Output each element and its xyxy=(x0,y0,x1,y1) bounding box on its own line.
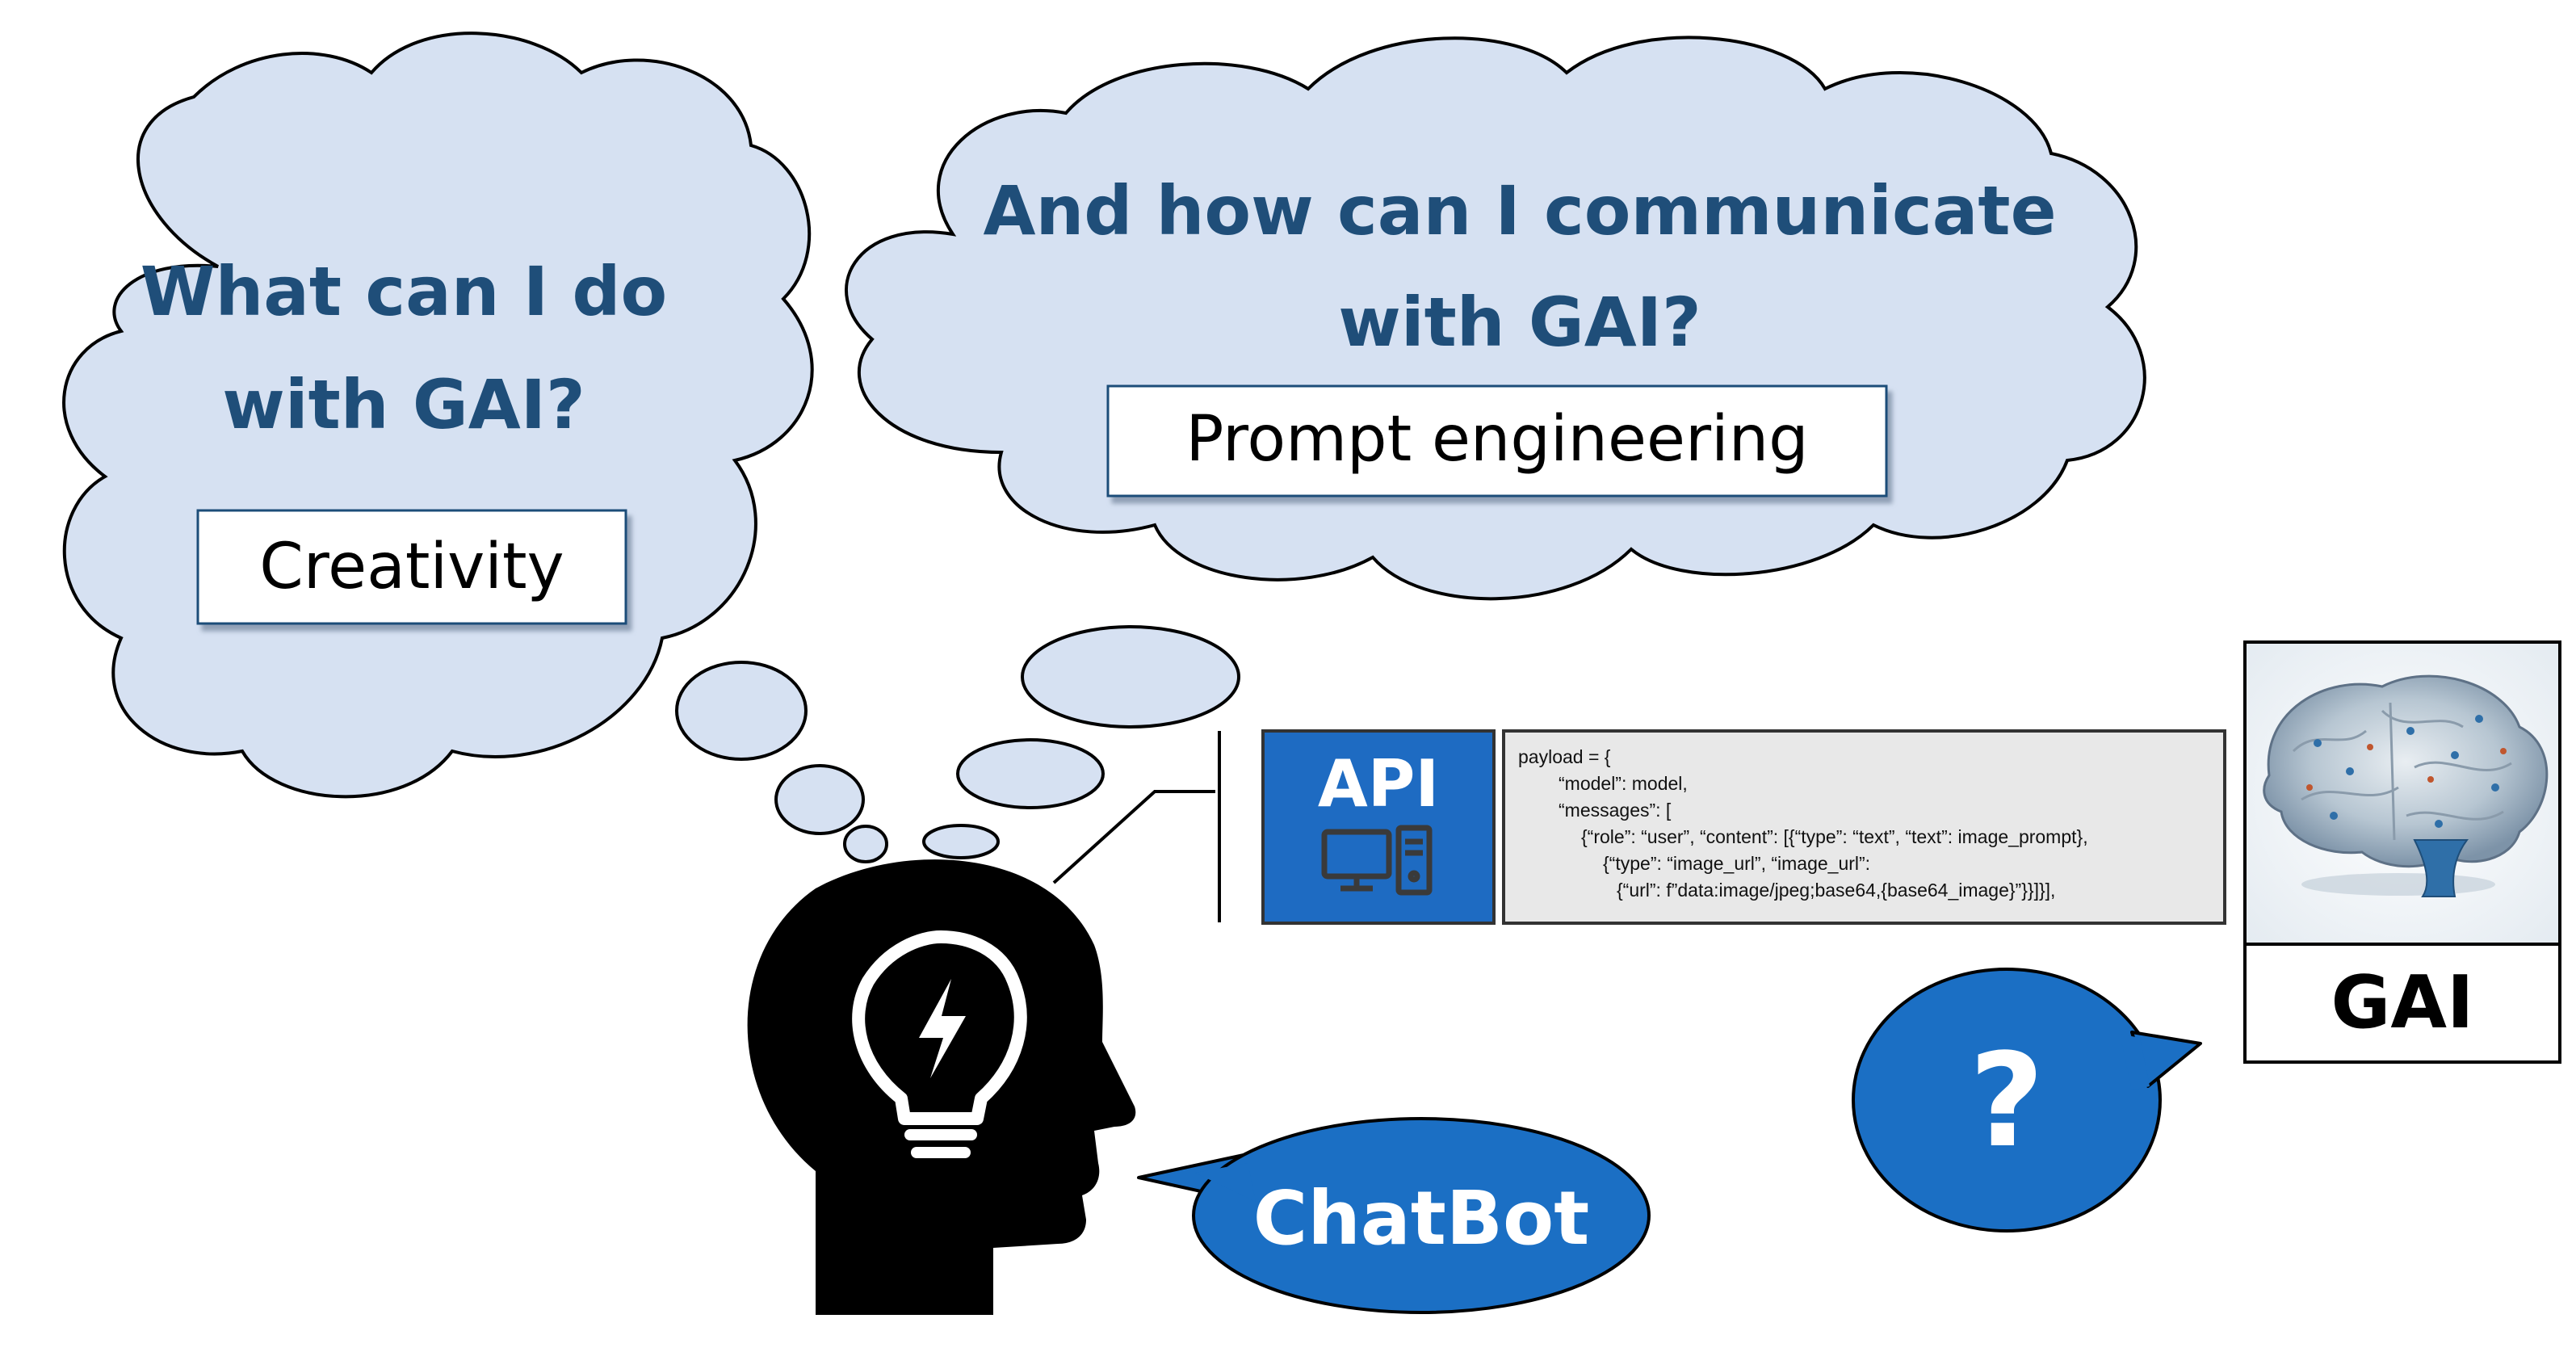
code-box: payload = { “model”: model, “messages”: … xyxy=(1502,729,2226,925)
prompt-engineering-label: Prompt engineering xyxy=(1185,403,1808,476)
left-thought-cloud: What can I do with GAI? Creativity xyxy=(62,31,814,799)
api-connector xyxy=(1052,731,1221,922)
creativity-label: Creativity xyxy=(259,531,564,603)
right-thought-trail xyxy=(922,625,1240,859)
api-label: API xyxy=(1318,746,1439,821)
left-question-line1: What can I do xyxy=(141,252,667,331)
right-question-line1: And how can I communicate xyxy=(983,171,2056,250)
creativity-box xyxy=(196,509,627,625)
left-question-line2: with GAI? xyxy=(222,365,585,444)
gai-label: GAI xyxy=(2331,960,2473,1045)
code-line-1: payload = { xyxy=(1518,746,1611,767)
code-line-4: {“role”: “user”, “content”: [{“type”: “t… xyxy=(1581,826,2088,847)
chatbot-label: ChatBot xyxy=(1253,1175,1589,1262)
code-line-5: {“type”: “image_url”, “image_url”: xyxy=(1603,853,1870,874)
gai-card: GAI xyxy=(2243,640,2561,1064)
code-line-3: “messages”: [ xyxy=(1559,800,1672,821)
right-thought-cloud: And how can I communicate with GAI? Prom… xyxy=(845,36,2146,601)
api-box: API xyxy=(1261,729,1496,925)
prompt-engineering-box xyxy=(1106,384,1888,498)
chatbot-bubble: ChatBot xyxy=(1137,1117,1651,1314)
question-bubble: ? xyxy=(1852,968,2202,1233)
brain-circuit-image xyxy=(2263,674,2549,897)
question-mark-label: ? xyxy=(1970,1025,2045,1176)
code-line-6: {“url”: f”data:image/jpeg;base64,{base64… xyxy=(1617,880,2055,901)
right-question-line2: with GAI? xyxy=(1338,283,1701,362)
computer-tower-icon xyxy=(1321,825,1433,896)
code-line-2: “model”: model, xyxy=(1559,773,1688,794)
head-lightbulb-icon xyxy=(747,859,1136,1315)
left-thought-trail xyxy=(675,661,888,863)
